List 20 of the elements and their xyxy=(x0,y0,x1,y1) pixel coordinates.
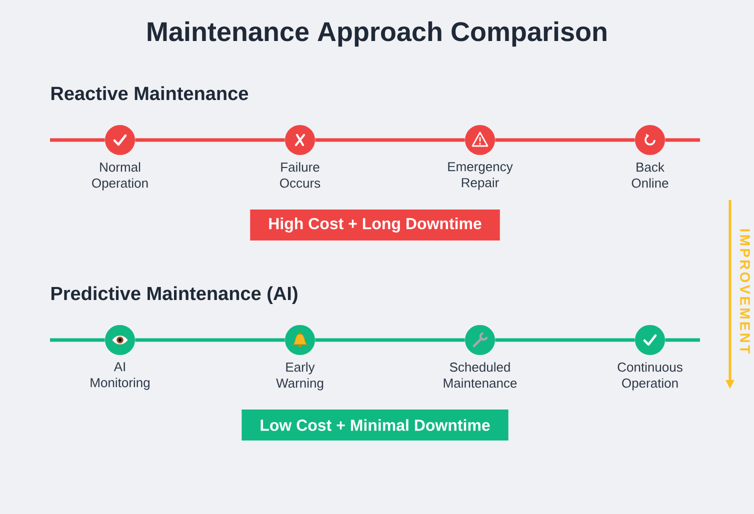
timeline-line xyxy=(135,138,285,142)
timeline-line xyxy=(495,138,635,142)
timeline-line xyxy=(315,138,465,142)
summary-banner: Low Cost + Minimal Downtime xyxy=(242,410,508,440)
timeline-line xyxy=(495,338,635,342)
section-heading: Reactive Maintenance xyxy=(51,86,248,100)
arrow-label: IMPROVEMENT xyxy=(740,229,750,354)
stage-label: Emergency Repair xyxy=(448,162,513,190)
summary-banner: High Cost + Long Downtime xyxy=(250,210,500,240)
stage-label: Scheduled Maintenance xyxy=(444,362,517,388)
stage-label: Continuous Operation xyxy=(618,362,682,390)
stage-label: Normal Operation xyxy=(92,162,148,190)
timeline-line xyxy=(315,338,465,342)
stage-label: Failure Occurs xyxy=(280,162,320,188)
title: Maintenance Approach Comparison xyxy=(148,21,606,47)
section-heading: Predictive Maintenance (AI) xyxy=(51,286,298,304)
timeline-line xyxy=(135,338,285,342)
stage-label: Early Warning xyxy=(276,362,324,390)
stage-label: Back Online xyxy=(632,162,668,188)
stage-label: AI Monitoring xyxy=(90,362,150,390)
